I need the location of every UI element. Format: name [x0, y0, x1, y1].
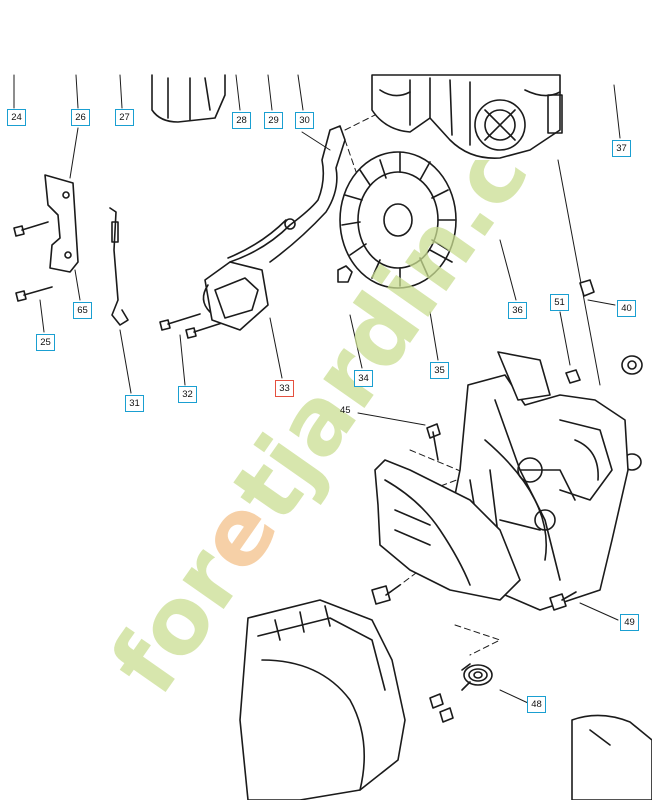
part-label-26: 26 — [71, 109, 90, 126]
part-label-40: 40 — [617, 300, 636, 317]
ignition-module — [202, 125, 346, 331]
part-label-32: 32 — [178, 386, 197, 403]
flywheel — [337, 151, 457, 289]
screws-left — [13, 221, 226, 339]
part-label-65: 65 — [73, 302, 92, 319]
part-label-34: 34 — [354, 370, 373, 387]
part-label-35: 35 — [430, 362, 449, 379]
part-label-30: 30 — [295, 112, 314, 129]
part-label-27: 27 — [115, 109, 134, 126]
part-label-29: 29 — [264, 112, 283, 129]
bottom-right-part — [571, 714, 652, 800]
part-label-25: 25 — [36, 334, 55, 351]
starter-spring — [461, 663, 493, 691]
part-label-33-highlighted: 33 — [275, 380, 294, 397]
part-label-31: 31 — [125, 395, 144, 412]
part-label-48: 48 — [527, 696, 546, 713]
engine-cylinder — [371, 74, 563, 159]
bracket-plate — [44, 174, 79, 273]
top-cover — [151, 74, 226, 123]
part-label-37: 37 — [612, 140, 631, 157]
part-label-36: 36 — [508, 302, 527, 319]
leader-lines — [13, 74, 621, 704]
lower-shroud — [374, 459, 541, 601]
part-label-24: 24 — [7, 109, 26, 126]
part-label-28: 28 — [232, 112, 251, 129]
part-label-45: 45 — [340, 405, 351, 416]
stop-switch-wire — [109, 207, 129, 326]
part-label-51: 51 — [550, 294, 569, 311]
part-label-49: 49 — [620, 614, 639, 631]
housing-bolts — [371, 423, 577, 723]
starter-cover — [239, 599, 406, 800]
